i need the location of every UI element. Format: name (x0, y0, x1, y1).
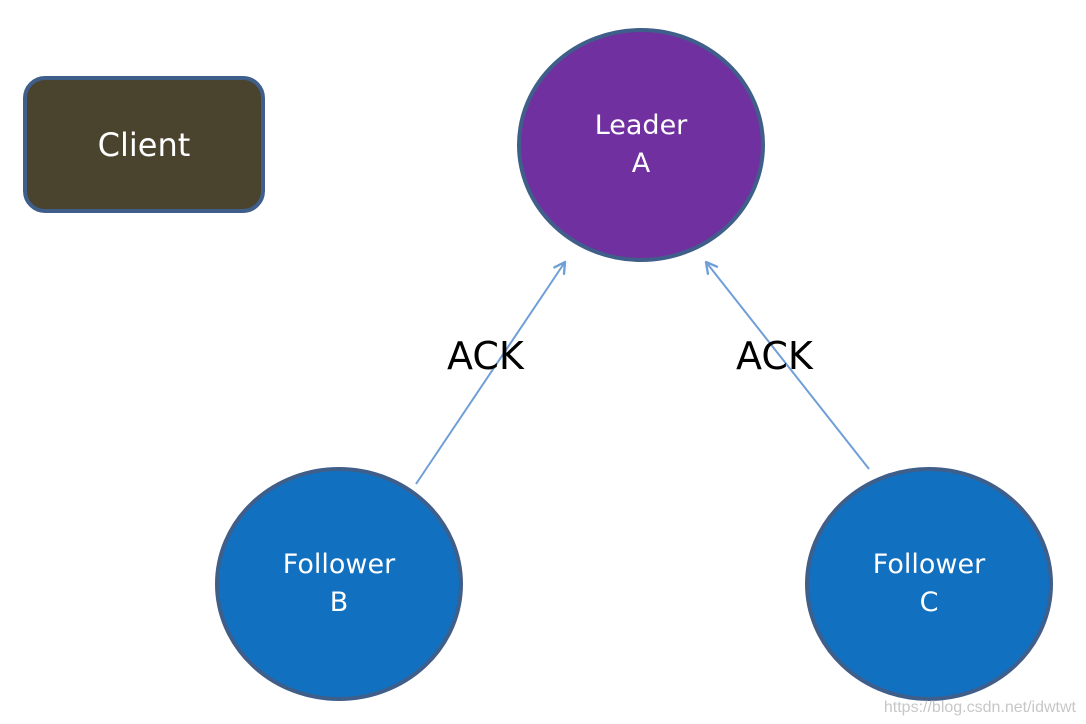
client-box: Client (23, 76, 265, 213)
ack-label-c: ACK (736, 334, 813, 378)
leader-node (517, 28, 765, 262)
ack-arrow-c-to-a (704, 260, 870, 470)
follower-c-line-1: Follower (872, 549, 986, 580)
ack-label-b: ACK (447, 334, 524, 378)
watermark: https://blog.csdn.net/idwtwt (883, 699, 1076, 716)
leader-label: Leader A (571, 107, 711, 183)
leader-line-1: Leader (594, 110, 688, 141)
follower-c-label: Follower C (849, 546, 1009, 622)
leader-line-2: A (631, 148, 651, 179)
follower-c-line-2: C (919, 587, 939, 618)
ack-arrow-b-to-a (415, 260, 567, 485)
follower-b-node (215, 467, 463, 701)
follower-c-node (805, 467, 1053, 701)
client-label: Client (97, 125, 191, 164)
follower-b-line-1: Follower (282, 549, 396, 580)
follower-b-line-2: B (329, 587, 349, 618)
follower-b-label: Follower B (259, 546, 419, 622)
